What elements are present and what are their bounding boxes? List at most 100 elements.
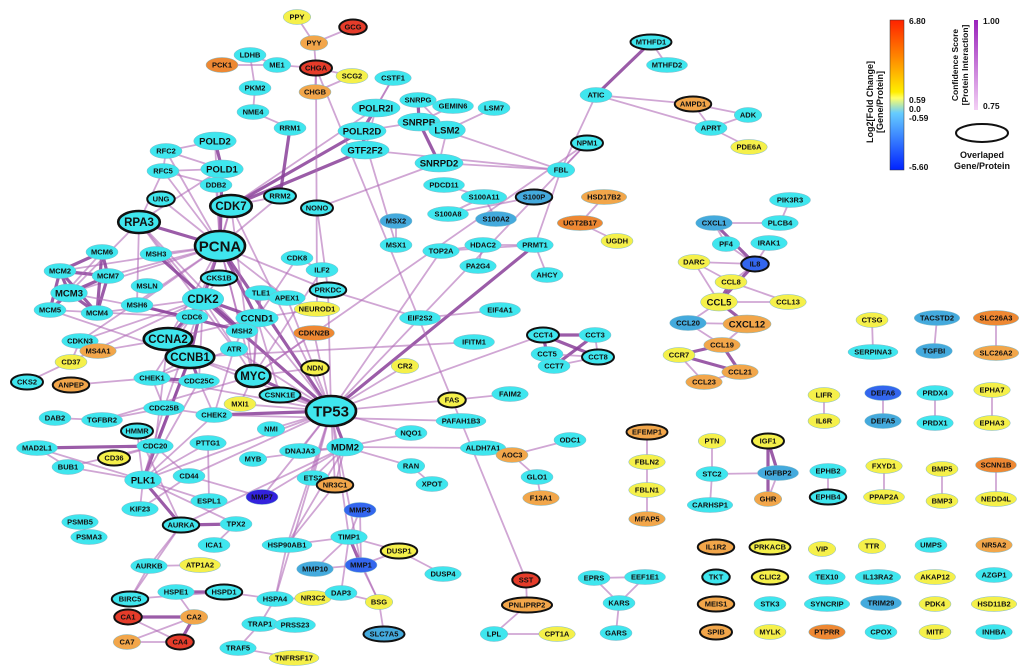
node-mcm2[interactable]: MCM2 [43, 263, 77, 279]
node-bsg[interactable]: BSG [365, 594, 393, 610]
node-mcm3[interactable]: MCM3 [50, 283, 88, 303]
node-ldhb[interactable]: LDHB [233, 47, 267, 63]
node-mthfd2[interactable]: MTHFD2 [646, 57, 688, 73]
node-tkt[interactable]: TKT [701, 568, 731, 586]
node-ccl21[interactable]: CCL21 [721, 364, 759, 380]
node-il1r2[interactable]: IL1R2 [696, 538, 736, 556]
node-ung[interactable]: UNG [146, 190, 176, 208]
node-inhba[interactable]: INHBA [975, 624, 1013, 640]
node-pck1[interactable]: PCK1 [205, 57, 239, 73]
node-cr2[interactable]: CR2 [391, 358, 419, 374]
node-anpep[interactable]: ANPEP [51, 376, 91, 394]
node-odc1[interactable]: ODC1 [553, 432, 587, 448]
node-nedd4l[interactable]: NEDD4L [975, 491, 1017, 507]
node-ttr[interactable]: TTR [858, 538, 886, 554]
node-psmb5[interactable]: PSMB5 [61, 514, 99, 530]
node-mcm6[interactable]: MCM6 [85, 244, 119, 260]
node-birc5[interactable]: BIRC5 [110, 590, 150, 608]
node-dap3[interactable]: DAP3 [324, 585, 358, 601]
node-il8[interactable]: IL8 [740, 255, 770, 273]
node-prss23[interactable]: PRSS23 [274, 617, 316, 633]
node-scg2[interactable]: SCG2 [335, 68, 369, 84]
node-meis1[interactable]: MEIS1 [696, 595, 736, 613]
node-clic2[interactable]: CLIC2 [750, 568, 790, 586]
node-mthfd1[interactable]: MTHFD1 [629, 33, 673, 51]
node-tex10[interactable]: TEX10 [808, 569, 846, 585]
node-tnfrsf17[interactable]: TNFRSF17 [268, 650, 320, 666]
node-umps[interactable]: UMPS [914, 537, 948, 553]
node-mcm5[interactable]: MCM5 [33, 302, 67, 318]
node-eprs[interactable]: EPRS [577, 570, 611, 586]
node-cxcl1[interactable]: CXCL1 [695, 215, 733, 231]
node-neurod1[interactable]: NEUROD1 [294, 301, 340, 317]
node-ccl20[interactable]: CCL20 [669, 315, 707, 331]
node-myb[interactable]: MYB [239, 451, 267, 467]
node-ephb4[interactable]: EPHB4 [808, 488, 848, 506]
node-fas[interactable]: FAS [437, 391, 467, 409]
node-csnk1e[interactable]: CSNK1E [258, 386, 302, 404]
node-prkacb[interactable]: PRKACB [748, 538, 792, 556]
node-s100a8[interactable]: S100A8 [427, 206, 469, 222]
node-npm1[interactable]: NPM1 [570, 134, 604, 152]
node-chga[interactable]: CHGA [299, 59, 333, 77]
node-faim2[interactable]: FAIM2 [491, 386, 529, 402]
node-traf5[interactable]: TRAF5 [219, 640, 257, 656]
node-trim29[interactable]: TRIM29 [860, 595, 902, 611]
node-ca1[interactable]: CA1 [113, 608, 143, 626]
node-mcm7[interactable]: MCM7 [91, 268, 125, 284]
node-bmp3[interactable]: BMP3 [925, 493, 959, 509]
node-cdkn2b[interactable]: CDKN2B [293, 325, 335, 341]
node-defa6[interactable]: DEFA6 [864, 385, 902, 401]
node-il6r[interactable]: IL6R [807, 413, 841, 429]
node-nqo1[interactable]: NQO1 [394, 425, 428, 441]
node-gcg[interactable]: GCG [338, 18, 368, 36]
node-ccna2[interactable]: CCNA2 [142, 326, 194, 352]
node-eif4a1[interactable]: EIF4A1 [479, 302, 521, 318]
node-hsp90ab1[interactable]: HSP90AB1 [261, 537, 313, 553]
node-hmmr[interactable]: HMMR [120, 422, 154, 440]
node-cct4[interactable]: CCT4 [526, 326, 560, 344]
node-mitf[interactable]: MITF [918, 624, 952, 640]
node-gars[interactable]: GARS [599, 625, 633, 641]
node-lifr[interactable]: LIFR [807, 387, 841, 403]
node-cdk7[interactable]: CDK7 [208, 193, 254, 219]
node-pold2[interactable]: POLD2 [193, 131, 237, 151]
node-slc26a3[interactable]: SLC26A3 [973, 310, 1019, 326]
node-polr2i[interactable]: POLR2I [351, 98, 401, 118]
node-tgfbi[interactable]: TGFBI [915, 343, 953, 359]
node-nr5a2[interactable]: NR5A2 [975, 537, 1013, 553]
node-pf4[interactable]: PF4 [712, 236, 740, 252]
node-me1[interactable]: ME1 [263, 57, 291, 73]
node-ccnd1[interactable]: CCND1 [235, 308, 279, 328]
node-gemin6[interactable]: GEMIN6 [432, 98, 474, 114]
node-vip[interactable]: VIP [808, 541, 836, 557]
node-psma3[interactable]: PSMA3 [70, 529, 108, 545]
node-ndn[interactable]: NDN [300, 359, 330, 377]
node-ugt2b17[interactable]: UGT2B17 [557, 215, 603, 231]
node-cd37[interactable]: CD37 [54, 354, 88, 370]
node-hspd1[interactable]: HSPD1 [204, 583, 244, 601]
node-hsd11b2[interactable]: HSD11B2 [971, 596, 1017, 612]
node-prdx4[interactable]: PRDX4 [916, 385, 954, 401]
node-dusp4[interactable]: DUSP4 [424, 566, 462, 582]
node-dnaja3[interactable]: DNAJA3 [279, 443, 321, 459]
node-igfbp2[interactable]: IGFBP2 [757, 465, 799, 481]
node-mcm4[interactable]: MCM4 [80, 305, 114, 321]
node-s100p[interactable]: S100P [514, 188, 554, 206]
node-prkdc[interactable]: PRKDC [308, 281, 348, 299]
node-slc26a2[interactable]: SLC26A2 [973, 345, 1019, 361]
node-fxyd1[interactable]: FXYD1 [865, 458, 903, 474]
node-ptn[interactable]: PTN [698, 433, 726, 449]
node-nmi[interactable]: NMI [257, 421, 285, 437]
node-s100a11[interactable]: S100A11 [461, 189, 507, 205]
node-epha3[interactable]: EPHA3 [973, 415, 1011, 431]
node-ccl13[interactable]: CCL13 [769, 294, 807, 310]
node-aurka[interactable]: AURKA [161, 516, 201, 534]
node-eif2s2[interactable]: EIF2S2 [399, 310, 441, 326]
node-scnn1b[interactable]: SCNN1B [975, 457, 1017, 473]
node-bmp5[interactable]: BMP5 [925, 461, 959, 477]
node-darc[interactable]: DARC [677, 254, 711, 270]
node-msh6[interactable]: MSH6 [120, 297, 154, 313]
node-apex1[interactable]: APEX1 [268, 290, 306, 306]
node-s100a2[interactable]: S100A2 [475, 211, 517, 227]
